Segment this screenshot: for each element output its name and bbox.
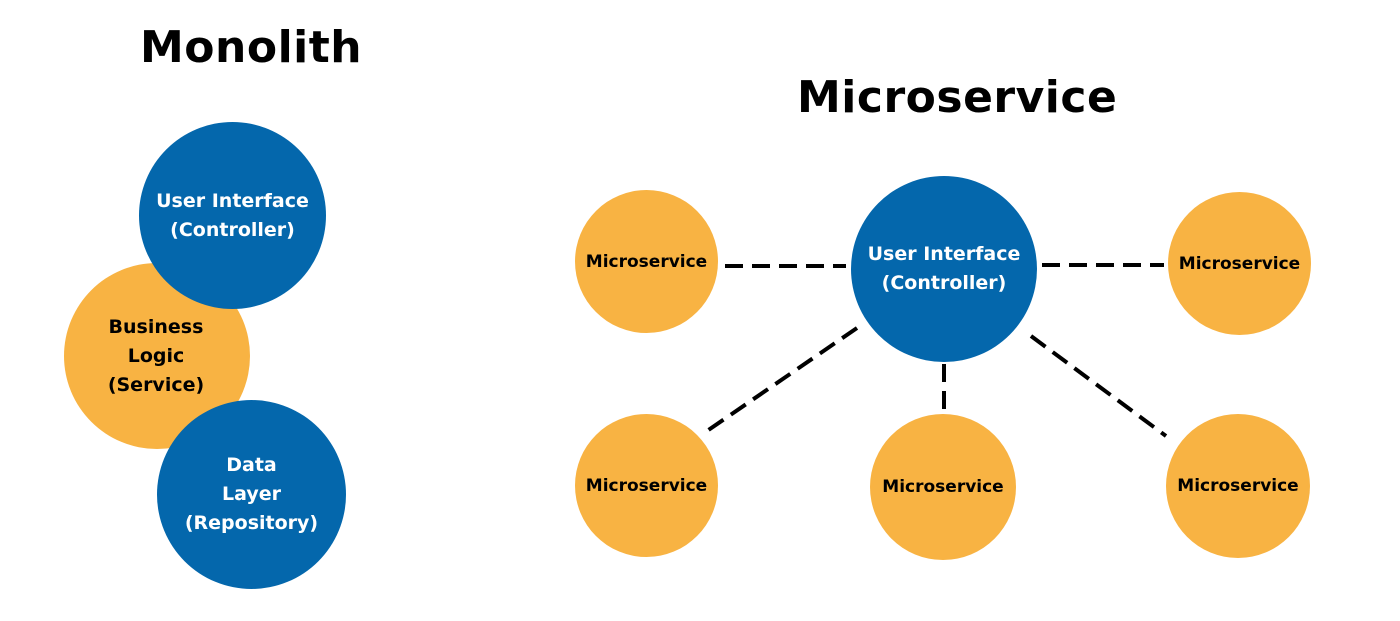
data-layer-line1: Data — [226, 454, 277, 476]
business-logic-line1: Business — [108, 315, 204, 338]
connector-hub-to-right-bottom — [1029, 334, 1168, 438]
data-layer-line3: (Repository) — [184, 512, 319, 534]
microservice-node-label: Microservice — [585, 475, 708, 496]
business-logic-line2: Logic — [127, 344, 185, 367]
microservice-node-left-top: Microservice — [575, 190, 718, 333]
business-logic-line3: (Service) — [107, 373, 205, 396]
microservice-node-label: Microservice — [1177, 476, 1299, 496]
hub-line1: User Interface — [867, 243, 1021, 265]
hub-line2: (Controller) — [881, 272, 1007, 294]
microservice-node-label: Microservice — [1178, 253, 1301, 274]
microservice-node-center-bottom: Microservice — [870, 414, 1016, 560]
microservice-node-right-bottom: Microservice — [1166, 414, 1310, 558]
microservice-node-label: Microservice — [882, 477, 1004, 497]
monolith-data-layer-circle: Data Layer (Repository) — [157, 400, 346, 589]
data-layer-line2: Layer — [221, 483, 281, 505]
monolith-title: Monolith — [140, 22, 363, 73]
connector-hub-to-left-bottom — [705, 326, 859, 433]
microservice-hub-circle: User Interface (Controller) — [851, 176, 1037, 362]
monolith-ui-line2: (Controller) — [170, 218, 295, 241]
microservice-node-label: Microservice — [585, 251, 708, 272]
microservice-title: Microservice — [797, 72, 1118, 123]
microservice-node-left-bottom: Microservice — [575, 414, 718, 557]
microservice-node-right-top: Microservice — [1168, 192, 1311, 335]
monolith-user-interface-circle: User Interface (Controller) — [139, 122, 326, 309]
monolith-ui-line1: User Interface — [156, 189, 309, 212]
